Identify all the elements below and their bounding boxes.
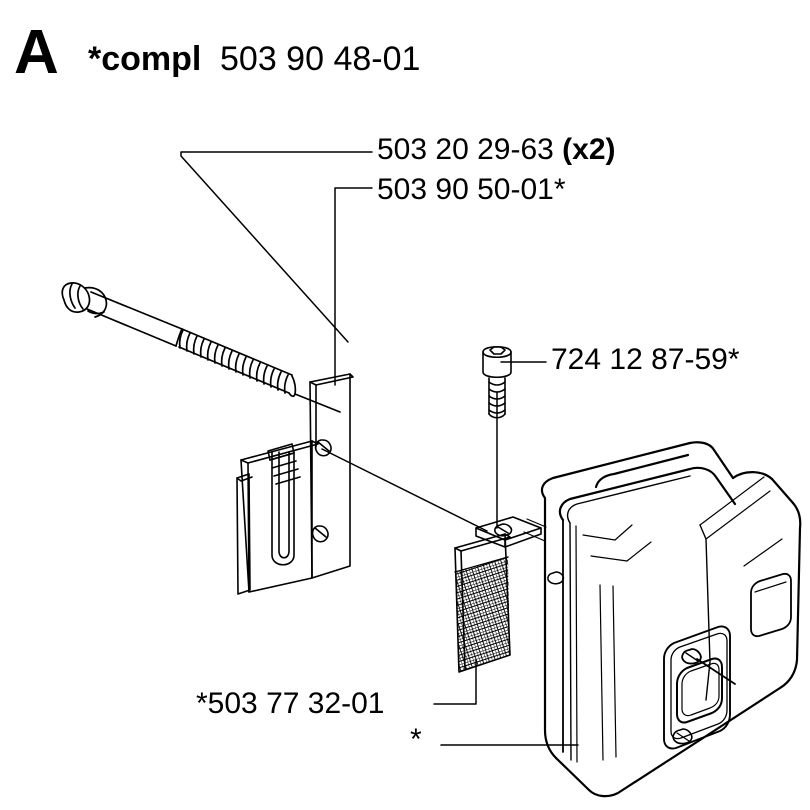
cap-screw-part [482, 345, 512, 419]
leader-line-bolt [180, 151, 373, 343]
section-letter: A [14, 18, 59, 87]
leader-line-screw [496, 361, 547, 529]
callout-bracket: 503 90 50-01* [377, 173, 566, 206]
callout-muffler: * [410, 723, 422, 756]
callout-bolt-multiplier: (x2) [562, 133, 616, 166]
spark-arrestor-screen-part [454, 516, 542, 673]
muffler-body-part [523, 441, 802, 798]
leader-line-screen [433, 659, 477, 705]
callout-bolt-number: 503 20 29-63 [377, 133, 554, 166]
callout-screen: *503 77 32-01 [196, 687, 385, 720]
muffler-bracket-part [236, 373, 354, 595]
compl-label: *compl [88, 40, 202, 78]
assembly-axis-line [321, 448, 488, 532]
leader-line-bracket [334, 187, 373, 386]
muffler-bolt-part [61, 282, 341, 413]
callout-screw: 724 12 87-59* [551, 343, 740, 376]
callout-bolt: 503 20 29-63 (x2) [377, 135, 616, 165]
compl-part-number: 503 90 48-01 [220, 40, 421, 78]
